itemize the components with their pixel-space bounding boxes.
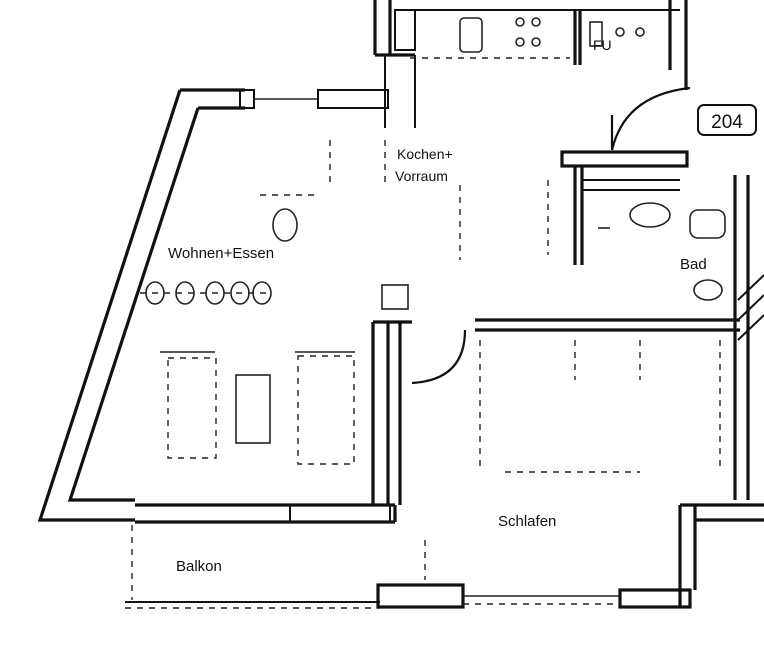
kitchen-counter-fixtures	[459, 17, 645, 53]
bedroom-south-wall	[376, 503, 764, 609]
balcony-railing	[125, 525, 426, 609]
interior-wall	[371, 320, 412, 505]
wc-label: FU	[593, 37, 612, 53]
bath-walls	[547, 150, 750, 500]
bedroom-label: Schlafen	[498, 513, 556, 530]
kitchen-label-line1: Kochen+	[397, 146, 453, 162]
kitchen-stub	[329, 140, 461, 310]
stair-hatch	[737, 274, 764, 341]
bedroom-furniture	[479, 340, 721, 473]
south-wall	[135, 503, 397, 524]
bath-fixtures	[598, 202, 726, 301]
bath-label: Bad	[680, 256, 707, 273]
dining-chairs	[140, 281, 272, 305]
unit-number: 204	[711, 112, 743, 133]
balcony-label: Balkon	[176, 558, 222, 575]
living-furniture	[160, 194, 355, 465]
entrance-door	[610, 86, 691, 151]
living-label: Wohnen+Essen	[168, 245, 274, 262]
north-window	[239, 89, 389, 109]
kitchen-label-line2: Vorraum	[395, 168, 448, 184]
bedroom-north-wall	[475, 318, 740, 332]
top-corridor	[373, 0, 688, 128]
west-wall	[37, 88, 245, 522]
unit-number-box: 204	[697, 104, 757, 136]
bedroom-door	[411, 329, 467, 385]
